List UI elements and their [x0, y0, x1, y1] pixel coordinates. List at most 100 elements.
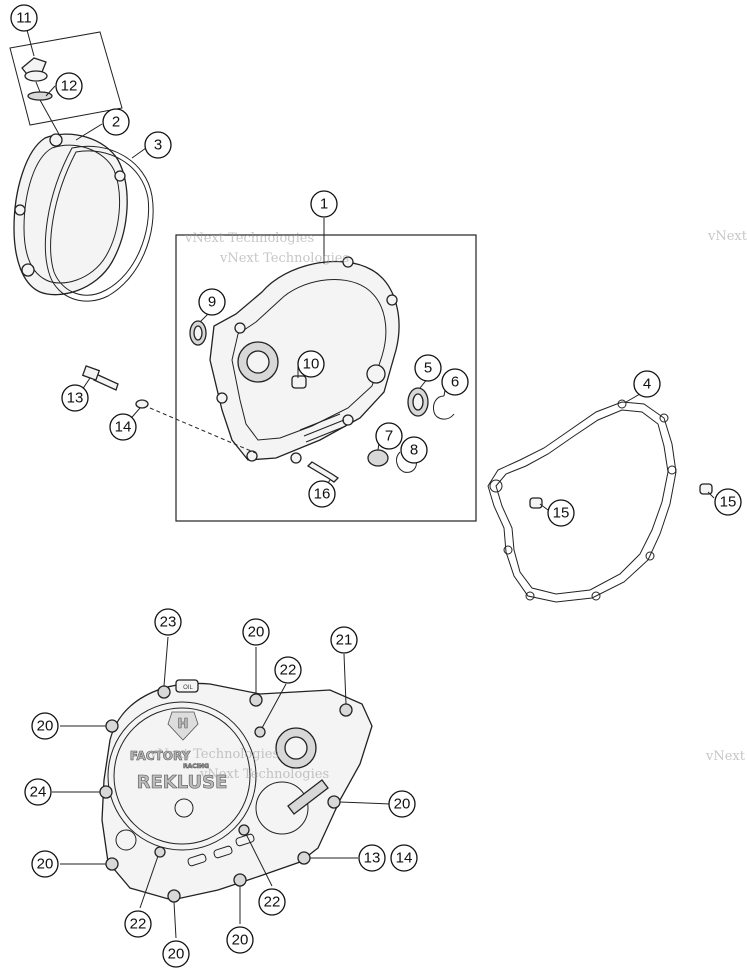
callout-24: 24: [24, 778, 52, 806]
watermark-2: vNext Technologies: [219, 251, 349, 266]
callout-1: 1: [310, 190, 338, 218]
svg-text:1: 1: [320, 196, 328, 213]
svg-text:8: 8: [410, 442, 418, 459]
callout-13-bottom: 13: [358, 844, 386, 872]
callout-10: 10: [297, 350, 325, 378]
callout-22-top: 22: [274, 656, 302, 684]
svg-text:11: 11: [16, 10, 32, 27]
callout-15-a: 15: [547, 499, 575, 527]
oil-plug-head: [24, 70, 48, 82]
logo-line1: FACTORY: [130, 749, 191, 763]
bolt-13-bottom: [297, 851, 311, 865]
bolt-13-top: [81, 365, 259, 455]
brand-shield-icon: [167, 711, 199, 741]
svg-text:14: 14: [115, 419, 132, 436]
svg-text:5: 5: [424, 360, 432, 377]
callout-20-bottom-mid: 20: [226, 926, 254, 954]
bolt-20-top: [249, 693, 263, 707]
svg-text:20: 20: [37, 856, 54, 873]
bolt-21: [339, 703, 353, 717]
clutch-cover-gasket: [487, 399, 677, 603]
callout-9: 9: [198, 288, 226, 316]
assembled-clutch-cover: OIL H FACTORY RACING REKLUSE: [99, 679, 373, 903]
watermark-6: vNext Technologies: [705, 749, 747, 764]
circlip-6: [433, 395, 455, 420]
callout-11: 11: [10, 4, 38, 32]
clutch-dome: [107, 701, 257, 851]
oil-plug-detail-frame: [9, 31, 123, 126]
callout-23: 23: [154, 608, 182, 636]
svg-text:22: 22: [130, 916, 147, 933]
watermark-1: vNext Technologies: [184, 231, 314, 246]
callout-14-top: 14: [109, 413, 137, 441]
bolt-22-left: [154, 846, 166, 858]
outer-clutch-cover: [13, 133, 128, 296]
dowel-pin-15b: [699, 483, 713, 495]
bolt-20-left: [105, 719, 119, 733]
svg-text:16: 16: [314, 486, 331, 503]
callout-20-left: 20: [31, 712, 59, 740]
svg-text:22: 22: [280, 662, 297, 679]
watermark-3: vNext Technologies: [707, 229, 747, 244]
logo-line2: REKLUSE: [137, 772, 228, 793]
callout-22-left: 22: [124, 910, 152, 938]
callout-3: 3: [144, 131, 172, 159]
svg-text:6: 6: [451, 374, 459, 391]
washer-14-top: [135, 399, 149, 409]
bolt-20-right: [327, 795, 341, 809]
callout-20-top: 20: [242, 618, 270, 646]
watermark-5: vNext Technologies: [199, 767, 329, 782]
callout-21: 21: [330, 626, 358, 654]
callout-2: 2: [102, 108, 130, 136]
svg-text:7: 7: [385, 428, 393, 445]
svg-text:21: 21: [336, 632, 353, 649]
svg-text:20: 20: [168, 946, 185, 963]
dowel-pin-15a: [529, 497, 543, 509]
callout-14-bottom: 14: [390, 844, 418, 872]
screw-16: [306, 461, 340, 483]
logo-line1-small: RACING: [183, 763, 209, 770]
spider-icon: [174, 798, 194, 818]
assembly-1-frame: [175, 234, 477, 522]
svg-text:9: 9: [208, 294, 216, 311]
bolt-20-bottom-left: [105, 857, 119, 871]
svg-text:12: 12: [61, 78, 78, 95]
callout-20-bottom-left: 20: [31, 850, 59, 878]
callout-4: 4: [633, 370, 661, 398]
bolt-23: [157, 685, 171, 699]
outer-cover-gasket: [44, 145, 154, 302]
svg-text:23: 23: [160, 614, 177, 631]
callout-15-b: 15: [714, 488, 742, 516]
callout-16: 16: [308, 480, 336, 508]
svg-text:20: 20: [232, 932, 249, 949]
brand-mark: H: [178, 717, 189, 732]
oil-label: OIL: [183, 685, 193, 691]
svg-text:2: 2: [112, 114, 120, 131]
svg-text:20: 20: [248, 624, 265, 641]
svg-text:3: 3: [154, 137, 162, 154]
callout-12: 12: [55, 72, 83, 100]
svg-text:4: 4: [643, 376, 651, 393]
leader-lines: [26, 29, 715, 939]
dowel-pin-10: [291, 375, 307, 389]
svg-text:14: 14: [396, 850, 413, 867]
bolt-20-bottom-mid: [233, 873, 247, 887]
bolt-22-right: [238, 824, 250, 836]
oil-plug-group: [9, 31, 123, 137]
callout-8: 8: [400, 436, 428, 464]
bolt-24: [99, 785, 113, 799]
svg-text:15: 15: [720, 494, 737, 511]
callout-20-right: 20: [388, 790, 416, 818]
svg-text:13: 13: [364, 850, 381, 867]
svg-text:20: 20: [37, 718, 54, 735]
seal-7: [367, 449, 389, 467]
bolt-22-top: [254, 726, 266, 738]
callout-7: 7: [375, 422, 403, 450]
svg-text:22: 22: [264, 894, 281, 911]
svg-text:10: 10: [303, 356, 320, 373]
svg-text:20: 20: [394, 796, 411, 813]
watermark-4: vNext Technologies: [149, 747, 279, 762]
svg-text:15: 15: [553, 505, 570, 522]
callout-6: 6: [441, 368, 469, 396]
